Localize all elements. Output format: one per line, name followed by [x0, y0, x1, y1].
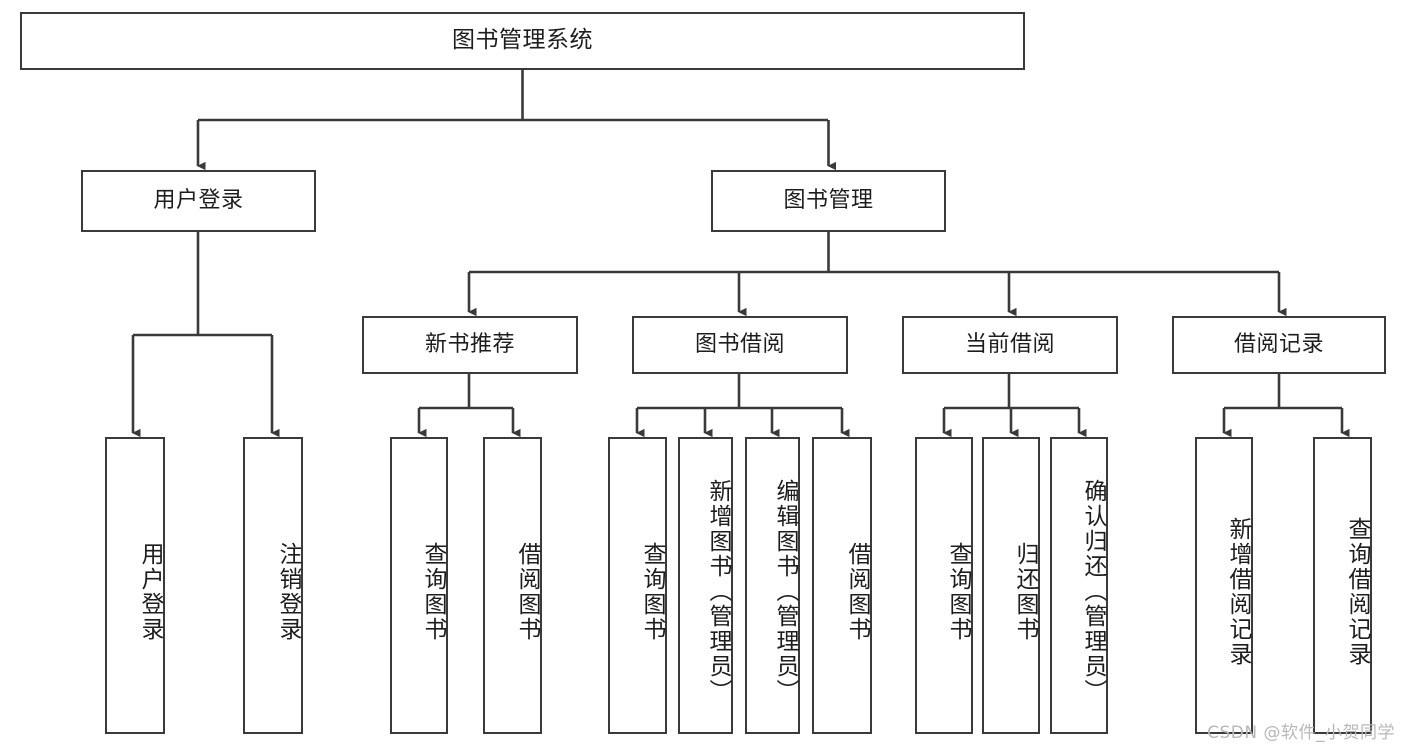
leaf-user-logout[interactable]: 注销登录: [243, 437, 303, 734]
node-borrow-records[interactable]: 借阅记录: [1172, 316, 1386, 374]
node-book-borrow[interactable]: 图书借阅: [632, 316, 848, 374]
node-label: 图书管理: [783, 188, 874, 214]
leaf-user-login[interactable]: 用户登录: [105, 437, 165, 734]
node-user-login-module[interactable]: 用户登录: [81, 170, 316, 232]
node-label: 确认归还（管理员）: [1080, 479, 1106, 704]
node-label: 用户登录: [137, 541, 163, 642]
leaf-query-books-recommend[interactable]: 查询图书: [390, 437, 448, 734]
node-label: 查询图书: [945, 541, 971, 642]
node-root-system[interactable]: 图书管理系统: [20, 12, 1025, 70]
leaf-add-book-admin[interactable]: 新增图书（管理员）: [678, 437, 733, 734]
node-current-borrow[interactable]: 当前借阅: [902, 316, 1118, 374]
node-label: 归还图书: [1012, 541, 1038, 642]
node-book-management-module[interactable]: 图书管理: [711, 170, 946, 232]
node-label: 编辑图书（管理员）: [772, 479, 798, 704]
leaf-query-books-current[interactable]: 查询图书: [915, 437, 973, 734]
node-label: 图书借阅: [694, 332, 785, 358]
leaf-edit-book-admin[interactable]: 编辑图书（管理员）: [745, 437, 800, 734]
node-label: 当前借阅: [964, 332, 1055, 358]
node-label: 注销登录: [275, 541, 301, 642]
node-new-book-recommend[interactable]: 新书推荐: [362, 316, 578, 374]
node-label: 查询图书: [639, 541, 665, 642]
leaf-query-books-borrow[interactable]: 查询图书: [608, 437, 667, 734]
watermark-text: CSDN @软件_小贺同学: [1207, 723, 1395, 743]
leaf-add-borrow-record[interactable]: 新增借阅记录: [1195, 437, 1253, 734]
leaf-query-borrow-record[interactable]: 查询借阅记录: [1313, 437, 1372, 734]
node-label: 借阅记录: [1233, 332, 1324, 358]
node-label: 查询图书: [420, 541, 446, 642]
leaf-borrow-books-recommend[interactable]: 借阅图书: [483, 437, 542, 734]
node-label: 新增图书（管理员）: [705, 479, 731, 704]
leaf-return-book[interactable]: 归还图书: [982, 437, 1040, 734]
node-label: 新书推荐: [424, 332, 515, 358]
node-label: 借阅图书: [844, 541, 870, 642]
node-label: 借阅图书: [514, 541, 540, 642]
node-label: 查询借阅记录: [1344, 516, 1370, 667]
leaf-borrow-book[interactable]: 借阅图书: [812, 437, 872, 734]
node-label: 用户登录: [153, 188, 244, 214]
node-label: 图书管理系统: [452, 27, 593, 54]
node-label: 新增借阅记录: [1225, 516, 1251, 667]
leaf-confirm-return-admin[interactable]: 确认归还（管理员）: [1050, 437, 1108, 734]
